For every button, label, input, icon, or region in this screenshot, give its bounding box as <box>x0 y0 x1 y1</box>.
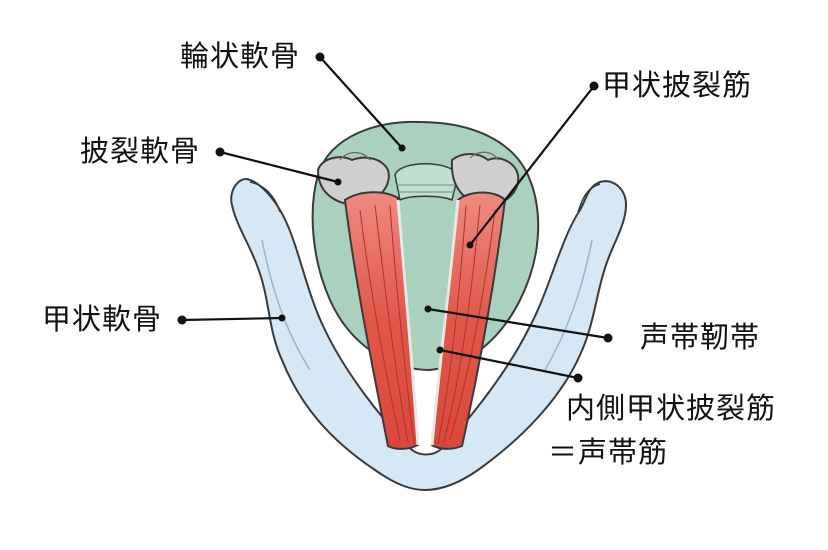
leader-line-arytenoid <box>219 150 339 184</box>
leader-dots <box>177 52 613 383</box>
dot-medial-ta-target <box>436 346 444 354</box>
label-thyroarytenoid-muscle: 甲状披裂筋 <box>602 68 753 102</box>
label-thyroid-cartilage: 甲状軟骨 <box>42 302 163 336</box>
leader-lines <box>181 56 609 380</box>
dot-thyroarytenoid <box>589 81 599 91</box>
dot-thyroid-target <box>278 314 286 322</box>
leader-line-cricoid <box>319 56 403 149</box>
dot-thyroarytenoid-target <box>466 241 474 249</box>
leader-line-vocal-ligament <box>427 307 609 340</box>
label-medial-thyroarytenoid-line2: ＝声帯筋 <box>548 435 669 469</box>
vocal-ligament-shapes <box>396 199 460 446</box>
leader-line-medial-ta <box>439 348 579 380</box>
label-cricoid-cartilage: 輪状軟骨 <box>180 39 301 73</box>
dot-thyroid <box>177 315 187 325</box>
dot-vocal-ligament <box>603 333 613 343</box>
dot-cricoid <box>315 52 325 62</box>
dot-arytenoid <box>215 147 225 157</box>
label-arytenoid-cartilage: 披裂軟骨 <box>80 134 201 168</box>
dot-vocal-ligament-target <box>424 305 432 313</box>
dot-medial-ta <box>573 373 583 383</box>
leader-line-thyroarytenoid <box>469 85 595 246</box>
dot-arytenoid-target <box>334 178 342 186</box>
dot-cricoid-target <box>398 144 406 152</box>
leader-line-thyroid <box>181 316 283 322</box>
label-medial-thyroarytenoid-line1: 内側甲状披裂筋 <box>566 391 777 425</box>
label-vocal-ligament: 声帯靭帯 <box>640 320 761 354</box>
